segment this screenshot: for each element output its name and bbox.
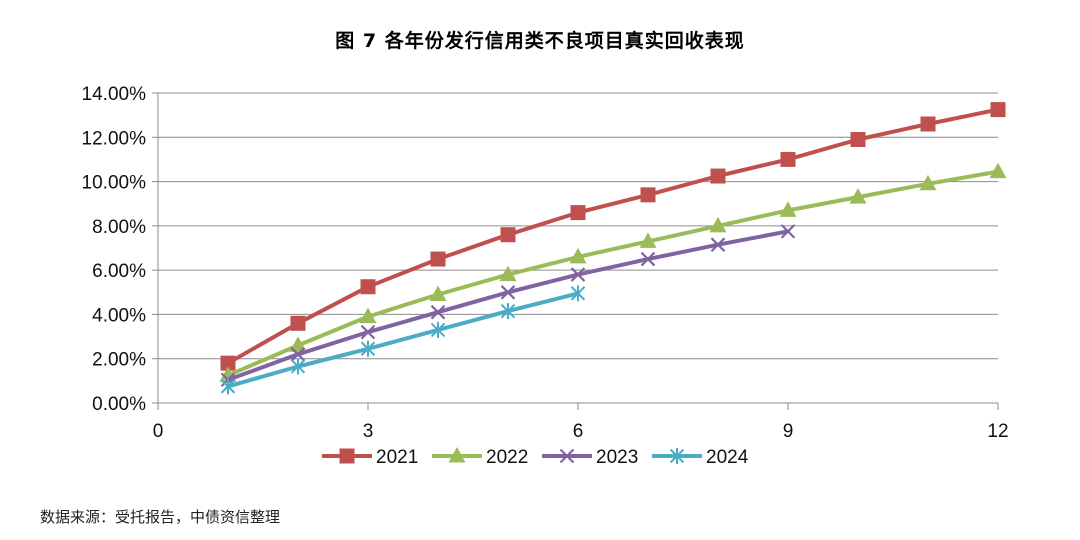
data-point-triangle (359, 307, 377, 324)
data-point-asterisk (570, 285, 586, 302)
y-tick-label: 0.00% (92, 394, 146, 415)
x-tick-label: 9 (783, 421, 794, 442)
data-point-square (290, 315, 306, 331)
data-point-triangle (448, 447, 466, 463)
data-point-triangle (709, 216, 727, 233)
y-tick-label: 8.00% (92, 217, 146, 238)
tick-labels: 0.00% 2.00% 4.00% 6.00% 8.00% 10.00% 12.00% 14.… (82, 84, 1009, 442)
data-point-x (780, 224, 796, 239)
data-point-x (640, 251, 656, 267)
data-point-asterisk (500, 303, 516, 320)
data-point-triangle (499, 265, 517, 282)
series-line-2024 (226, 291, 580, 389)
x-tick-label: 12 (987, 421, 1008, 442)
source-note: 数据来源：受托报告，中债资信整理 (40, 508, 281, 526)
legend-label: 2024 (706, 447, 749, 468)
grid-lines (158, 92, 998, 360)
data-point-x (430, 304, 446, 320)
data-point-square (640, 187, 656, 203)
data-point-square (920, 116, 936, 132)
data-point-square (570, 205, 586, 221)
data-point-asterisk (290, 358, 306, 375)
y-tick-label: 6.00% (92, 261, 146, 282)
data-point-square (850, 132, 866, 147)
y-tick-label: 12.00% (82, 128, 147, 149)
y-tick-label: 14.00% (82, 84, 147, 105)
data-point-asterisk (360, 340, 376, 357)
data-point-square (780, 151, 796, 167)
data-point-square (500, 227, 516, 243)
data-point-square (360, 279, 376, 295)
legend-label: 2021 (376, 447, 418, 468)
data-point-triangle (779, 201, 797, 217)
legend-item-2022: 2022 (432, 447, 528, 468)
data-point-x (360, 324, 376, 340)
legend-item-2024: 2024 (652, 447, 749, 468)
data-point-triangle (919, 174, 937, 191)
data-point-x (570, 267, 586, 282)
x-tick-label: 0 (153, 421, 164, 442)
legend-label: 2023 (596, 447, 638, 468)
series-line-2021 (226, 107, 1000, 366)
data-point-x (710, 237, 726, 252)
data-point-triangle (289, 336, 307, 352)
legend-item-2021: 2021 (322, 447, 418, 468)
legend-label: 2022 (486, 447, 528, 468)
chart-title: 图 7 各年份发行信用类不良项目真实回收表现 (335, 30, 745, 52)
data-point-asterisk (669, 448, 685, 464)
series-2024 (220, 285, 586, 395)
data-point-square (990, 102, 1006, 118)
data-point-x (559, 448, 575, 464)
series-2022 (219, 162, 1007, 382)
series-line-2022 (226, 169, 1000, 378)
data-point-square (430, 251, 446, 267)
data-point-x (500, 285, 516, 300)
legend: 2021 2022 2023 2024 (322, 447, 749, 468)
legend-item-2023: 2023 (542, 447, 638, 468)
x-tick-label: 6 (573, 421, 584, 442)
data-point-triangle (989, 162, 1007, 179)
y-tick-label: 4.00% (92, 305, 146, 326)
data-point-triangle (639, 232, 657, 248)
data-point-triangle (429, 285, 447, 301)
data-point-asterisk (430, 321, 446, 338)
data-point-asterisk (220, 378, 236, 395)
series-2021 (220, 102, 1006, 371)
data-point-triangle (569, 247, 587, 264)
x-tick-label: 3 (363, 421, 374, 442)
data-point-triangle (849, 188, 867, 204)
data-point-x (290, 347, 306, 362)
data-point-square (710, 168, 726, 184)
y-tick-label: 2.00% (92, 350, 146, 371)
series-group (219, 102, 1007, 395)
data-point-square (220, 355, 236, 371)
y-tick-label: 10.00% (82, 173, 147, 194)
data-point-square (339, 448, 355, 464)
axes (152, 92, 999, 410)
